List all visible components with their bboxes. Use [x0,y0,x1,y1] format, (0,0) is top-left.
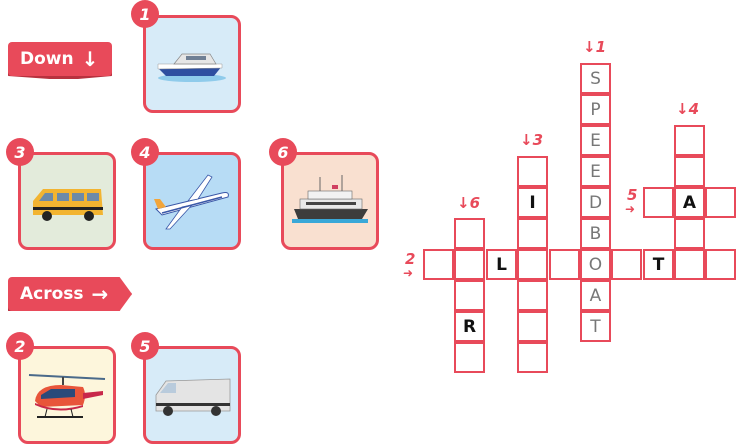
clue-card-minibus [18,152,116,250]
clue-number-badge: 3 [6,138,34,166]
grid-cell[interactable] [517,280,548,311]
grid-cell[interactable]: R [454,311,485,342]
clue-label-1-down: ↓1 [583,38,607,56]
across-label: Across [20,284,84,304]
grid-cell[interactable] [517,342,548,373]
clue-card-airplane [143,152,241,250]
arrow-right-icon: ➜ [403,266,414,280]
clue-label-3-down: ↓3 [520,131,544,149]
clue-number-badge: 5 [131,332,159,360]
grid-cell[interactable]: O [580,249,611,280]
grid-cell[interactable] [674,125,705,156]
clue-label-4-down: ↓4 [676,100,700,118]
clue-number-badge: 6 [269,138,297,166]
grid-cell[interactable] [517,249,548,280]
grid-cell[interactable]: P [580,94,611,125]
grid-cell[interactable] [517,311,548,342]
grid-cell[interactable]: L [486,249,517,280]
clue-label-6-down: ↓6 [457,194,481,212]
grid-cell[interactable] [454,342,485,373]
grid-cell[interactable] [705,187,736,218]
grid-cell[interactable] [454,280,485,311]
grid-cell[interactable]: T [580,311,611,342]
grid-cell[interactable] [643,187,674,218]
grid-cell[interactable]: I [517,187,548,218]
grid-cell[interactable]: D [580,187,611,218]
clue-label-2-across: 2 [405,250,416,268]
grid-cell[interactable] [454,218,485,249]
arrow-right-icon: ➜ [625,202,636,216]
speedboat-icon [157,53,226,82]
grid-cell[interactable] [705,249,736,280]
grid-cell[interactable] [454,249,485,280]
grid-cell[interactable] [674,249,705,280]
airplane-icon [154,174,229,230]
grid-cell[interactable] [611,249,642,280]
clue-card-van [143,346,241,444]
grid-cell[interactable]: B [580,218,611,249]
down-label: Down [20,49,74,69]
grid-cell[interactable] [549,249,580,280]
down-header: Down ↓ [8,42,112,76]
grid-cell[interactable]: A [674,187,705,218]
clue-number-badge: 4 [131,138,159,166]
arrow-down-icon: ↓ [81,47,99,71]
clue-card-speedboat [143,15,241,113]
van-icon [155,378,231,416]
grid-cell[interactable] [517,218,548,249]
grid-cell[interactable]: E [580,156,611,187]
across-header: Across → [8,277,132,311]
clue-number-badge: 2 [6,332,34,360]
grid-cell[interactable] [674,156,705,187]
clue-card-ferry [281,152,379,250]
ferry-icon [292,175,368,223]
arrow-right-icon: → [91,282,109,306]
minibus-icon [33,189,103,221]
grid-cell[interactable]: E [580,125,611,156]
grid-cell[interactable] [517,156,548,187]
helicopter-icon [28,374,106,418]
clue-label-5-across: 5 [627,186,638,204]
grid-cell[interactable]: S [580,63,611,94]
clue-number-badge: 1 [131,0,159,28]
grid-cell[interactable] [423,249,454,280]
grid-cell[interactable]: A [580,280,611,311]
grid-cell[interactable] [674,218,705,249]
grid-cell[interactable]: T [643,249,674,280]
clue-card-helicopter [18,346,116,444]
